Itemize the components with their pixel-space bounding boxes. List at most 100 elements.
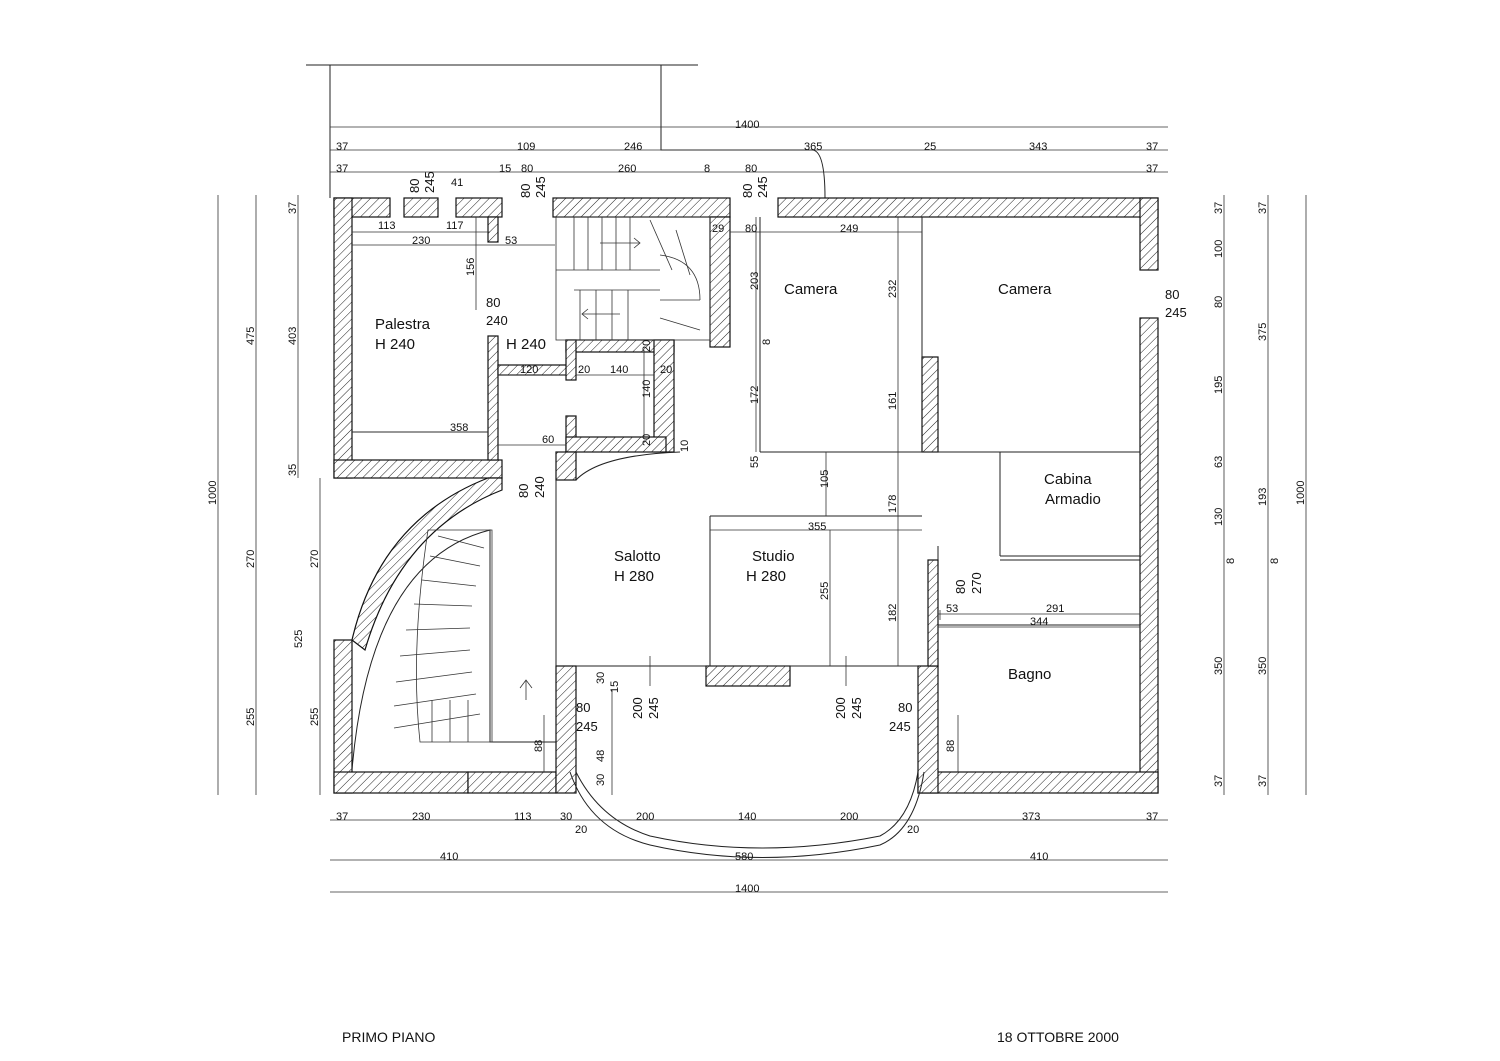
openings: 80 245 41 80 245 80 245 80 240 80 240 80…	[407, 171, 1187, 734]
room-camera-2: Camera	[998, 281, 1052, 298]
dim-interior: 15	[609, 681, 621, 693]
opening-window-salotto: 245	[646, 697, 661, 719]
date-label: 18 OTTOBRE 2000	[997, 1029, 1119, 1045]
dim-top-row1: 37	[336, 141, 348, 153]
dim-interior: 29	[712, 223, 724, 235]
dim-interior: 140	[610, 364, 628, 376]
dim-left-inner2: 255	[309, 708, 321, 726]
dim-bottom-row1: 200	[840, 811, 858, 823]
opening-window-3: 80	[740, 184, 755, 198]
dim-interior: 156	[465, 258, 477, 276]
dim-bottom-row1: 20	[907, 824, 919, 836]
dim-right-inner2: 8	[1269, 558, 1281, 564]
dim-right-inner1: 63	[1213, 456, 1225, 468]
room-cabina-line2: Armadio	[1045, 491, 1101, 508]
opening-door-bagno: 270	[969, 572, 984, 594]
opening-window-salotto: 200	[630, 697, 645, 719]
dim-right-inner2: 350	[1257, 657, 1269, 675]
room-camera-1: Camera	[784, 281, 838, 298]
opening-door-bagno: 80	[953, 580, 968, 594]
dim-left-inner1: 35	[287, 464, 299, 476]
interior-walls	[487, 216, 939, 687]
dim-interior: 20	[641, 340, 653, 352]
dimension-lines	[217, 126, 1307, 893]
dim-top-row1: 25	[924, 141, 936, 153]
dim-interior: 358	[450, 422, 468, 434]
opening-window-studio: 200	[833, 697, 848, 719]
dim-left-inner1: 37	[287, 202, 299, 214]
room-disimpegno: H 240	[506, 336, 546, 353]
room-salotto-line2: H 280	[614, 568, 654, 585]
top-stair	[555, 216, 711, 341]
room-labels: Palestra H 240 H 240 Camera Camera Cabin…	[375, 281, 1101, 683]
dim-top-row1: 37	[1146, 141, 1158, 153]
dim-interior: 172	[749, 386, 761, 404]
dim-bottom-row2: 410	[440, 851, 458, 863]
dim-top-row1: 246	[624, 141, 642, 153]
dim-interior: 30	[595, 774, 607, 786]
dim-interior: 230	[412, 235, 430, 247]
dim-interior: 182	[887, 604, 899, 622]
opening-door-palestra: 80	[486, 295, 500, 310]
dim-bottom-row2: 410	[1030, 851, 1048, 863]
left-dimensions: 1000 475 270 255 37 403 35 270 525 255	[207, 202, 321, 726]
dim-interior: 344	[1030, 616, 1048, 628]
room-palestra-line1: Palestra	[375, 316, 431, 333]
dim-top-row1: 343	[1029, 141, 1047, 153]
opening-door-stair: 240	[532, 476, 547, 498]
dim-left-inner1: 403	[287, 327, 299, 345]
dim-interior: 88	[945, 740, 957, 752]
dim-right-inner1: 80	[1213, 296, 1225, 308]
balcony-arc	[575, 771, 919, 849]
dim-interior: 10	[679, 440, 691, 452]
opening-window-3: 245	[755, 176, 770, 198]
top-dimensions: 1400 37 109 246 365 25 343 37 37 15 80 2…	[336, 119, 1158, 175]
dim-left-outer: 475	[245, 327, 257, 345]
dim-top-row1: 365	[804, 141, 822, 153]
dim-interior: 30	[595, 672, 607, 684]
opening-door-palestra: 240	[486, 313, 508, 328]
dim-interior: 120	[520, 364, 538, 376]
dim-interior: 255	[819, 582, 831, 600]
dim-bottom-row2: 580	[735, 851, 753, 863]
dim-top-row2: 15	[499, 163, 511, 175]
dim-top-row2: 37	[1146, 163, 1158, 175]
dim-right-inner1: 350	[1213, 657, 1225, 675]
dim-left-outer: 255	[245, 708, 257, 726]
opening-window-left: 80	[576, 700, 590, 715]
room-bagno: Bagno	[1008, 666, 1051, 683]
dim-bottom-row1: 140	[738, 811, 756, 823]
dim-top-row2: 80	[521, 163, 533, 175]
right-dimensions: 37 100 80 195 63 130 8 350 37 37 375 193…	[1213, 202, 1307, 787]
dim-interior: 60	[542, 434, 554, 446]
dim-interior: 117	[446, 220, 464, 232]
dim-right-inner2: 37	[1257, 775, 1269, 787]
dim-interior: 20	[660, 364, 672, 376]
dim-interior: 48	[595, 750, 607, 762]
dim-bottom-row1: 230	[412, 811, 430, 823]
dim-right-inner2: 37	[1257, 202, 1269, 214]
dim-left-total: 1000	[207, 481, 219, 505]
dim-interior: 355	[808, 521, 826, 533]
room-studio-line2: H 280	[746, 568, 786, 585]
room-palestra-line2: H 240	[375, 336, 415, 353]
dim-interior: 291	[1046, 603, 1064, 615]
dim-right-inner1: 8	[1225, 558, 1237, 564]
dim-top-row1: 109	[517, 141, 535, 153]
opening-window-2: 80	[518, 184, 533, 198]
room-cabina-line1: Cabina	[1044, 471, 1092, 488]
dim-interior: 20	[641, 434, 653, 446]
dim-interior: 8	[761, 339, 773, 345]
curved-stair	[393, 529, 533, 743]
terrace-outline	[306, 64, 826, 199]
dim-top-total: 1400	[735, 119, 759, 131]
dim-interior: 53	[946, 603, 958, 615]
dim-bottom-row1: 113	[514, 811, 532, 823]
exterior-walls	[333, 197, 1159, 794]
dim-right-inner1: 37	[1213, 775, 1225, 787]
room-salotto-line1: Salotto	[614, 548, 661, 565]
dim-top-row2: 260	[618, 163, 636, 175]
dim-interior: 232	[887, 280, 899, 298]
dim-right-total: 1000	[1295, 481, 1307, 505]
